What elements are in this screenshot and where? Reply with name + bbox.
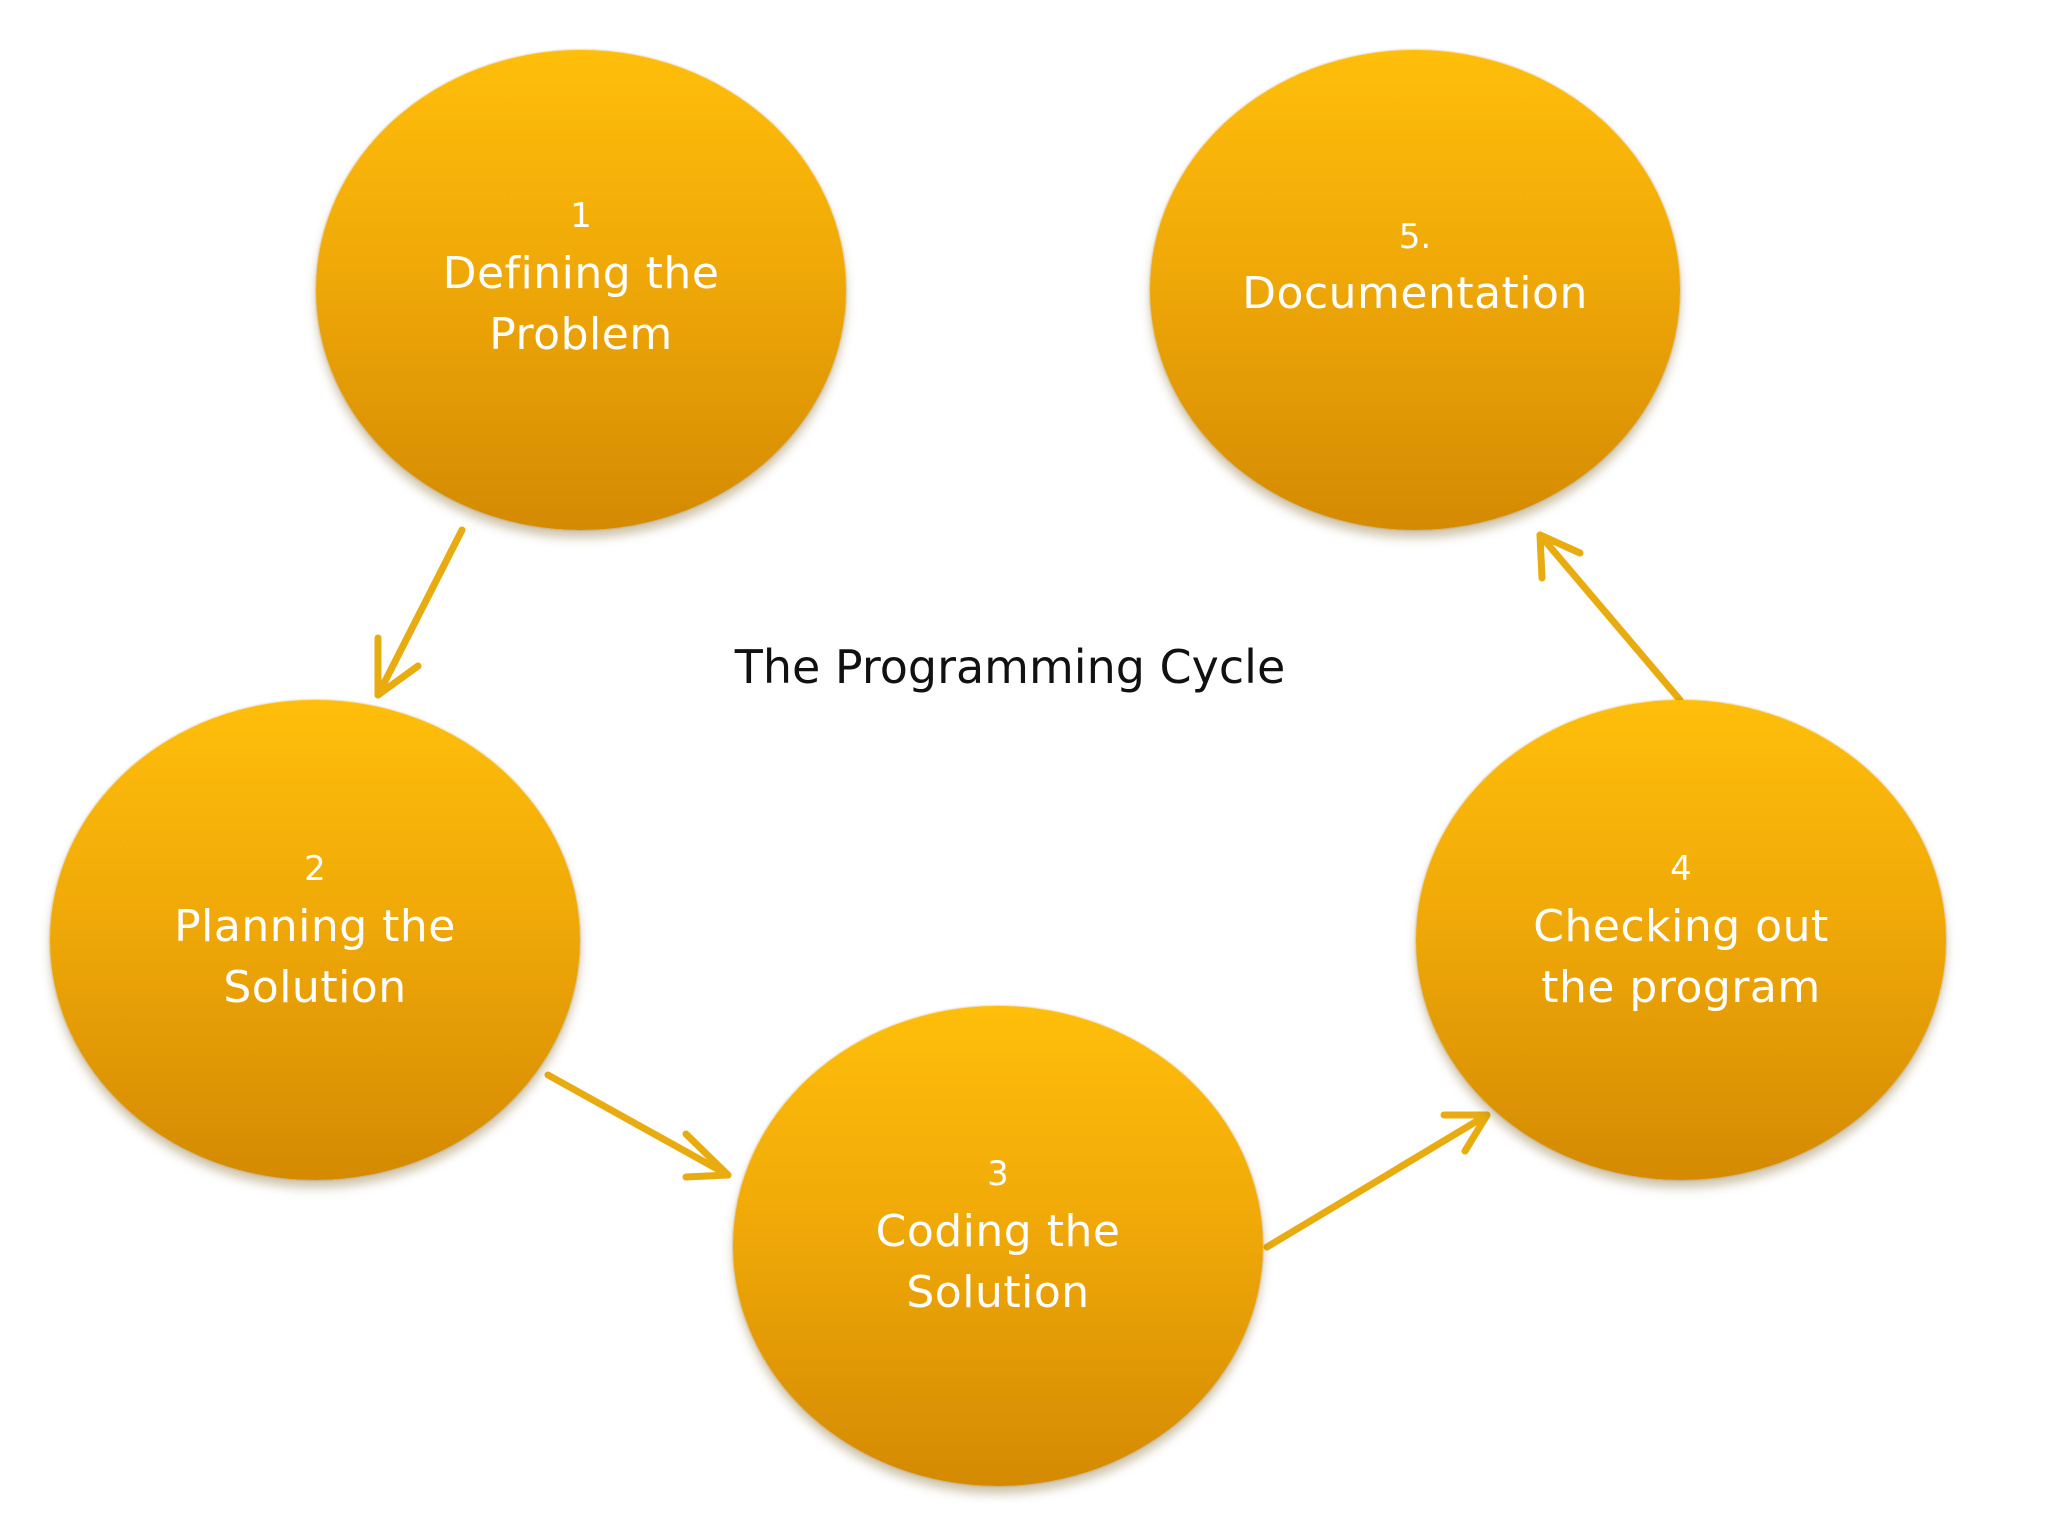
- node-checking-out-the-program: 4 Checking out the program: [1416, 700, 1946, 1180]
- arrow-2-to-3: [544, 1071, 732, 1181]
- arrow-3-to-4: [1263, 1111, 1491, 1251]
- diagram-title: The Programming Cycle: [734, 640, 1286, 694]
- node-defining-the-problem: 1 Defining the Problem: [316, 50, 846, 530]
- node-2-label: Planning the Solution: [174, 900, 456, 1014]
- node-4-number: 4: [1670, 849, 1692, 890]
- node-1-number: 1: [570, 196, 592, 237]
- node-1-label: Defining the Problem: [442, 247, 720, 361]
- node-documentation: 5. Documentation: [1150, 50, 1680, 530]
- node-4-label: Checking out the program: [1533, 900, 1829, 1014]
- arrow-4-to-5: [1536, 531, 1684, 704]
- node-3-number: 3: [987, 1154, 1009, 1195]
- node-5-label: Documentation: [1242, 268, 1588, 320]
- node-coding-the-solution: 3 Coding the Solution: [733, 1006, 1263, 1486]
- node-planning-the-solution: 2 Planning the Solution: [50, 700, 580, 1180]
- node-3-label: Coding the Solution: [875, 1205, 1121, 1319]
- arrow-1-to-2: [374, 526, 466, 699]
- node-5-number: 5.: [1398, 217, 1432, 258]
- node-2-number: 2: [304, 849, 326, 890]
